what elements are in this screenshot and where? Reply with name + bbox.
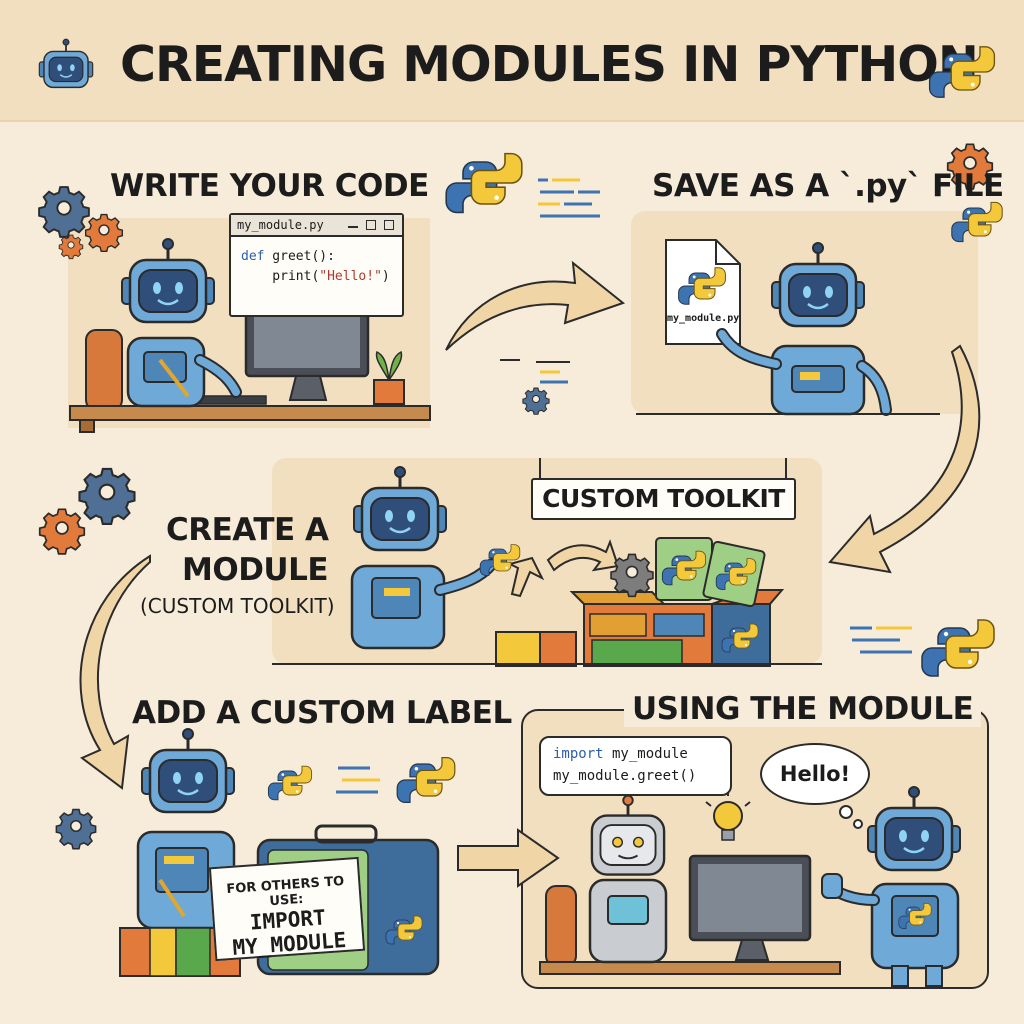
plant-icon bbox=[373, 379, 405, 405]
gear-icon bbox=[55, 808, 97, 850]
arrows bbox=[79, 260, 981, 888]
title-banner bbox=[0, 0, 1024, 122]
step-label-use: USING THE MODULE bbox=[624, 691, 982, 727]
step-label-add-label: ADD A CUSTOM LABEL bbox=[132, 695, 512, 731]
usage-code-bubble: import my_module my_module.greet() bbox=[539, 736, 732, 796]
gear-icon bbox=[58, 234, 84, 260]
editor-filename: my_module.py bbox=[237, 218, 324, 232]
python-logo-icon bbox=[928, 46, 996, 98]
python-logo-icon bbox=[921, 619, 995, 677]
step-label-create-line2: MODULE bbox=[182, 552, 329, 588]
file-icon bbox=[665, 239, 741, 345]
gear-icon bbox=[522, 387, 550, 415]
code-editor-window: my_module.py def greet(): print("Hello!"… bbox=[229, 213, 404, 317]
close-icon[interactable] bbox=[384, 220, 394, 230]
speech-bubble-hello: Hello! bbox=[760, 743, 870, 805]
code-line-2: print("Hello!") bbox=[241, 269, 390, 284]
usage-code-line-1: import my_module bbox=[553, 746, 688, 762]
page-title: CREATING MODULES IN PYTHON bbox=[120, 36, 979, 93]
python-logo-icon bbox=[445, 152, 523, 214]
file-icon-filename: my_module.py bbox=[667, 313, 740, 324]
python-logo-icon bbox=[267, 765, 313, 801]
module-label-tag: FOR OTHERS TO USE: IMPORT MY_MODULE bbox=[208, 856, 366, 962]
arrow-write-to-save bbox=[445, 260, 626, 351]
toolkit-sign: CUSTOM TOOLKIT bbox=[531, 478, 796, 520]
arrow-create-to-label bbox=[79, 554, 151, 790]
editor-title-bar: my_module.py bbox=[231, 215, 402, 237]
usage-code-line-2: my_module.greet() bbox=[553, 768, 697, 784]
minimize-icon[interactable] bbox=[348, 220, 358, 228]
toolbox-icon bbox=[569, 537, 785, 667]
python-logo-icon bbox=[951, 201, 1003, 243]
step-sublabel-create: (CUSTOM TOOLKIT) bbox=[140, 594, 335, 618]
arrow-save-to-create bbox=[828, 344, 981, 574]
write-scene bbox=[69, 237, 431, 433]
step-label-save: SAVE AS A `.py` FILE bbox=[652, 168, 1004, 204]
arrow-label-to-use bbox=[457, 828, 560, 888]
step-label-create-line1: CREATE A bbox=[166, 512, 329, 548]
save-scene bbox=[636, 239, 940, 416]
robot-icon bbox=[38, 38, 94, 89]
python-logo-icon bbox=[396, 756, 456, 804]
create-scene bbox=[272, 458, 822, 667]
arrow-small bbox=[507, 556, 545, 598]
gear-icon bbox=[84, 213, 124, 252]
code-lines-decoration bbox=[336, 178, 912, 794]
gear-icon bbox=[78, 467, 136, 525]
step-label-write: WRITE YOUR CODE bbox=[110, 168, 429, 204]
code-line-1: def greet(): bbox=[241, 249, 335, 264]
gear-icon bbox=[38, 508, 86, 555]
gear-icon bbox=[38, 186, 90, 238]
use-scene bbox=[539, 785, 962, 987]
maximize-icon[interactable] bbox=[366, 220, 376, 230]
